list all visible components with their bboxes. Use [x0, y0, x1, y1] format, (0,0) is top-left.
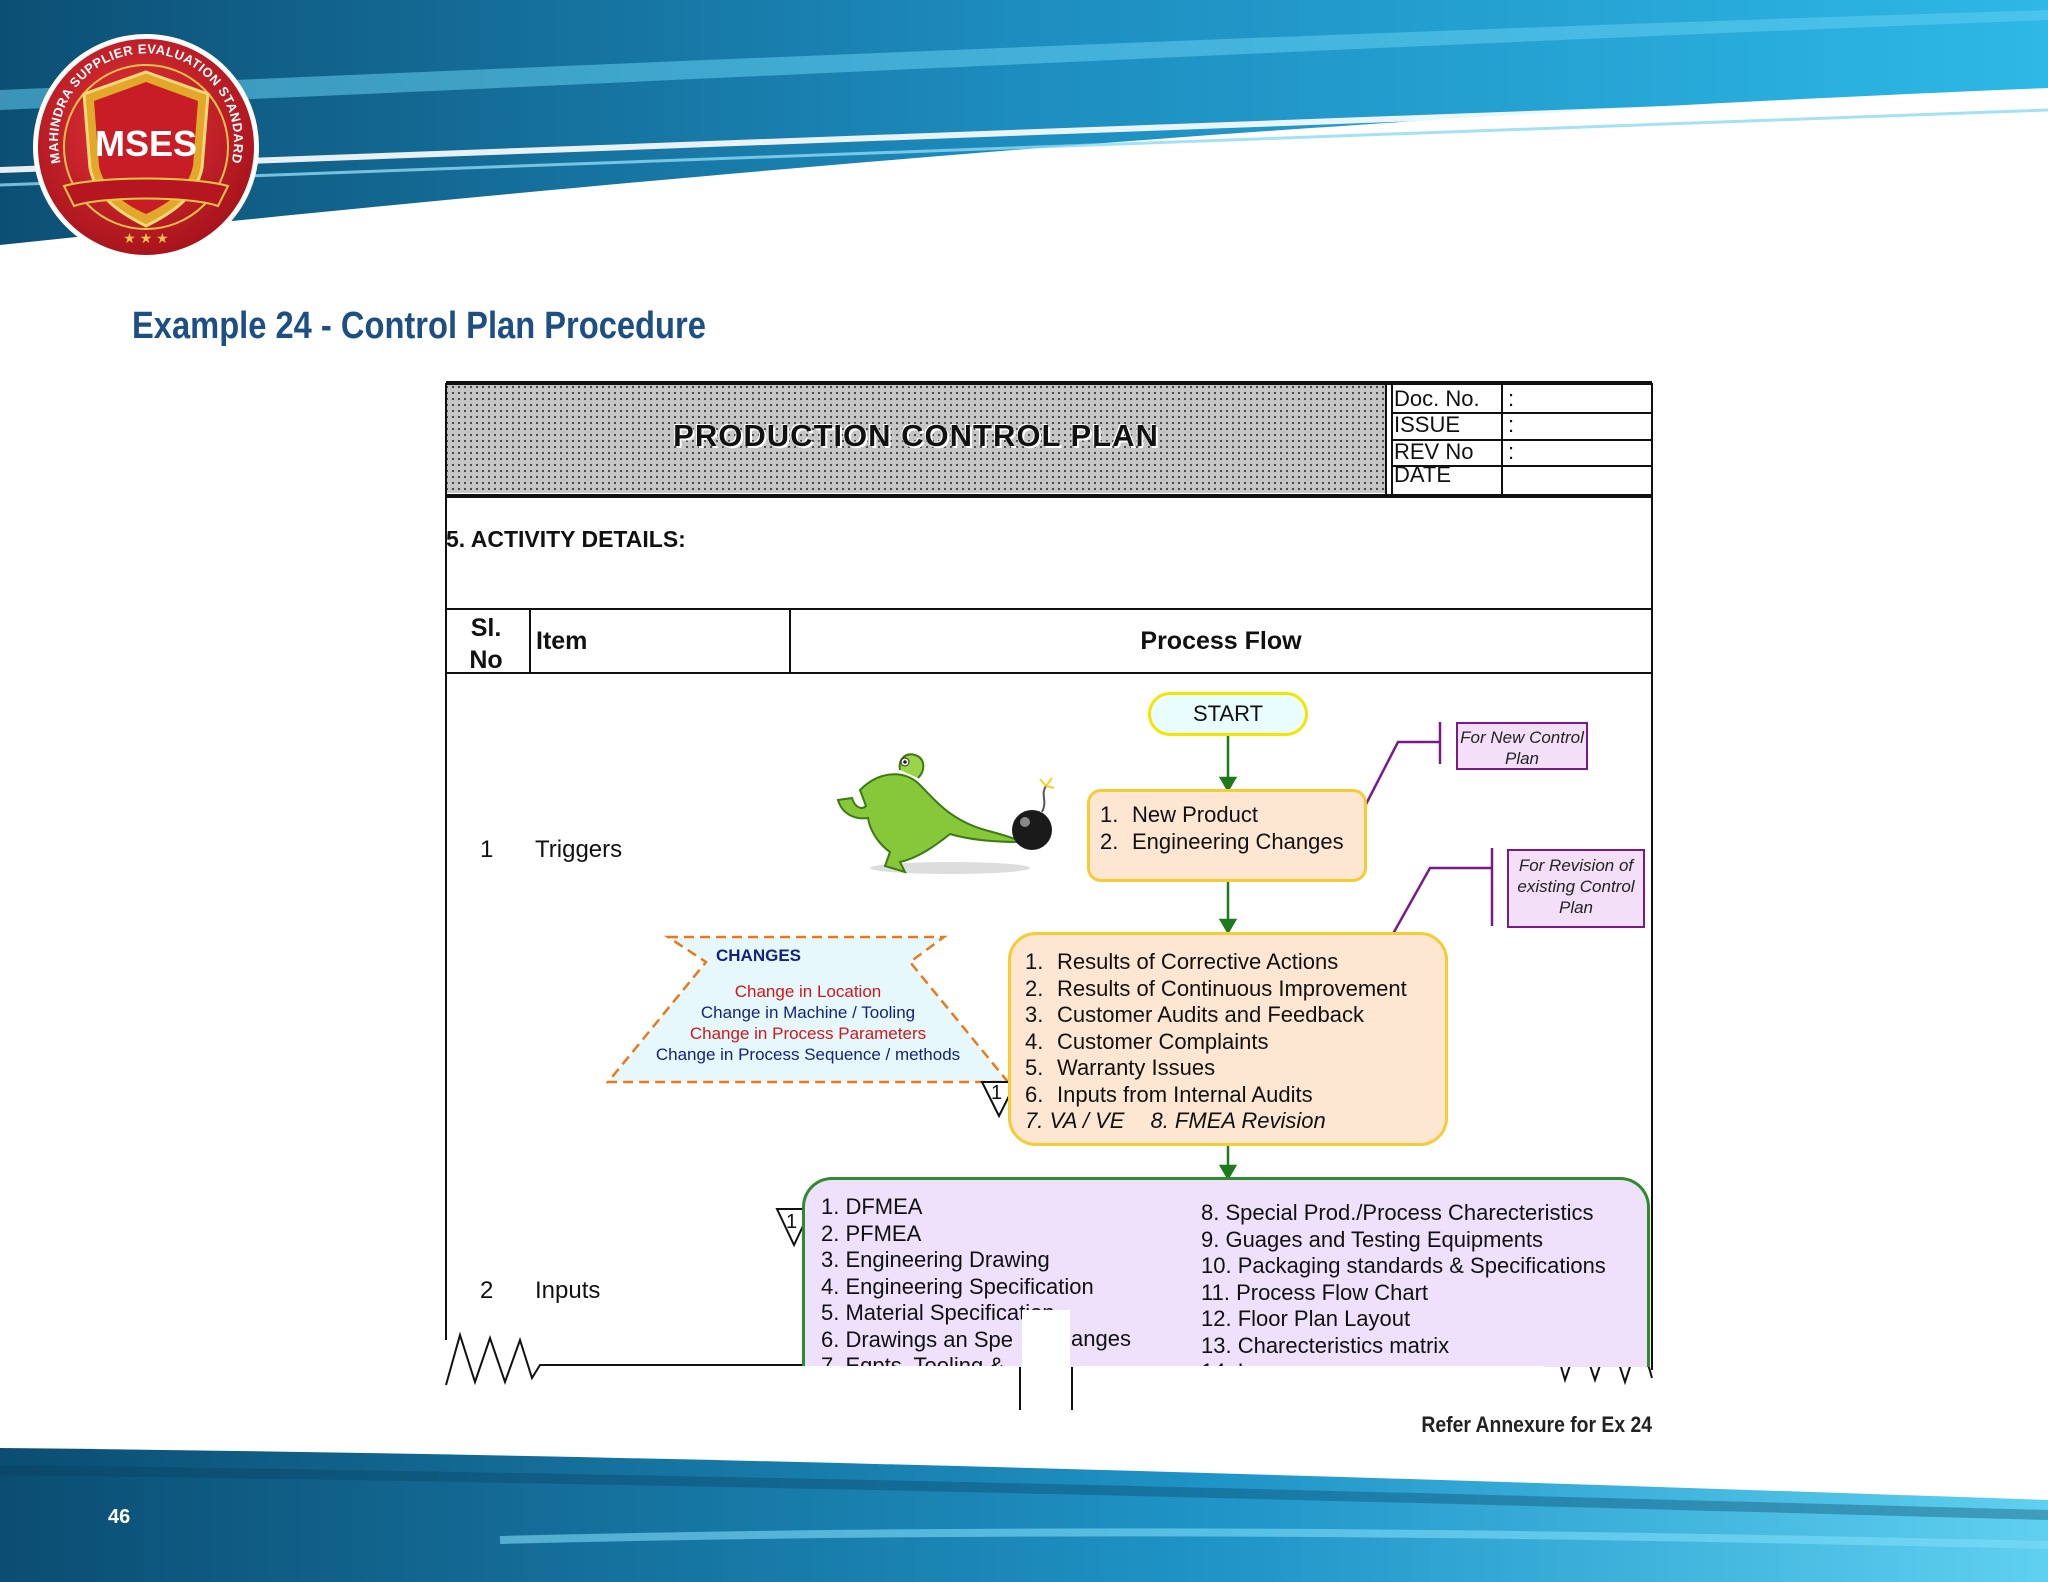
break-mask-right [1074, 1366, 1544, 1406]
flow-revision-box: 1.Results of Corrective Actions 2.Result… [1008, 932, 1448, 1146]
row-1-number: 1 [480, 836, 494, 863]
column-header-item: Item [536, 627, 588, 655]
column-header-sl-no: Sl. No [469, 614, 503, 674]
list-item: 11. Process Flow Chart [1201, 1279, 1429, 1305]
list-item: 4.Customer Complaints [1025, 1028, 1269, 1054]
list-item: 6.Inputs from Internal Audits [1025, 1081, 1313, 1107]
break-gap [1022, 1310, 1070, 1410]
meta-label-issue: ISSUE [1394, 412, 1461, 437]
section-heading: 5. ACTIVITY DETAILS: [446, 526, 686, 552]
page-title: Example 24 - Control Plan Procedure [132, 305, 706, 347]
changes-line-sequence: Change in Process Sequence / methods [655, 1045, 961, 1064]
inputs-left-tail: anges [1071, 1326, 1131, 1351]
form-title: PRODUCTION CONTROL PLAN [673, 418, 1159, 453]
meta-label-rev: REV No [1394, 439, 1474, 464]
flow-start-node: START [1148, 692, 1308, 736]
form-frame [445, 381, 1653, 1410]
meta-label-date: DATE [1394, 462, 1452, 486]
meta-sep-doc: : [1508, 386, 1515, 411]
changes-line-location: Change in Location [734, 982, 882, 1001]
changes-title: CHANGES [716, 946, 802, 965]
marker-label: 1 [786, 1211, 798, 1233]
marker-label: 1 [991, 1082, 1003, 1104]
row-2-item: Inputs [535, 1277, 601, 1304]
meta-label-doc: Doc. No. [1394, 386, 1480, 411]
lizard-bomb-illustration [836, 753, 1055, 874]
list-item: 5. Material Specification [821, 1300, 1055, 1325]
meta-sep-rev: : [1508, 439, 1515, 464]
list-item: 8. Special Prod./Process Charecteristics [1201, 1200, 1594, 1225]
list-item: 2.Engineering Changes [1100, 828, 1344, 854]
inputs-left-column: 1. DFMEA 2. PFMEA 3. Engineering Drawing… [821, 1194, 1094, 1367]
flow-arrows [1218, 736, 1238, 1181]
list-item: 14. L [1201, 1359, 1606, 1367]
list-item: 2. PFMEA [821, 1220, 922, 1246]
row-1-item: Triggers [535, 836, 623, 863]
list-item: 4. Engineering Specification [821, 1273, 1094, 1299]
bottom-band [0, 1440, 2048, 1582]
top-band [0, 0, 2048, 245]
svg-text:★ ★ ★: ★ ★ ★ [123, 230, 168, 246]
callout-leaders [1360, 722, 1494, 949]
list-item: 13. Charecteristics matrix [1201, 1332, 1450, 1358]
break-mask-left [560, 1366, 1018, 1406]
list-item: 3.Customer Audits and Feedback [1025, 1002, 1364, 1027]
flow-trigger-box: 1.New Product 2.Engineering Changes [1087, 789, 1367, 882]
list-item: 5.Warranty Issues [1025, 1055, 1216, 1080]
list-item: 9. Guages and Testing Equipments [1201, 1226, 1544, 1252]
list-item: 2.Results of Continuous Improvement [1025, 975, 1407, 1001]
callout-revision-control-plan: For Revision of existing Control Plan [1507, 849, 1645, 928]
list-item: 6. Drawings an Spe [821, 1326, 1013, 1352]
mses-logo: MSES MAHINDRA SUPPLIER EVALUATION STANDA… [33, 34, 259, 260]
changes-line-parameters: Change in Process Parameters [689, 1024, 927, 1043]
refer-annexure-note: Refer Annexure for Ex 24 [1421, 1412, 1652, 1437]
list-item: 1.Results of Corrective Actions [1025, 949, 1339, 974]
list-item: 7. Eqpts, Tooling & [821, 1353, 1005, 1367]
list-item: 1. DFMEA [821, 1194, 923, 1219]
callout-new-control-plan: For New Control Plan [1456, 722, 1588, 770]
list-item: 12. Floor Plan Layout [1201, 1306, 1411, 1331]
column-header-process-flow: Process Flow [1140, 627, 1302, 655]
list-item: 3. Engineering Drawing [821, 1247, 1050, 1272]
row-2-number: 2 [480, 1277, 494, 1304]
svg-text:MSES: MSES [95, 123, 197, 164]
inputs-right-column: 8. Special Prod./Process Charecteristics… [1201, 1200, 1606, 1367]
list-item: 1.New Product [1100, 802, 1258, 827]
meta-sep-issue: : [1508, 412, 1515, 437]
list-item: 10. Packaging standards & Specifications [1201, 1253, 1606, 1278]
flow-inputs-box: 1. DFMEA 2. PFMEA 3. Engineering Drawing… [802, 1177, 1650, 1367]
start-label: START [1192, 701, 1264, 726]
page-number: 46 [108, 1506, 131, 1528]
changes-line-machine: Change in Machine / Tooling [700, 1003, 916, 1022]
